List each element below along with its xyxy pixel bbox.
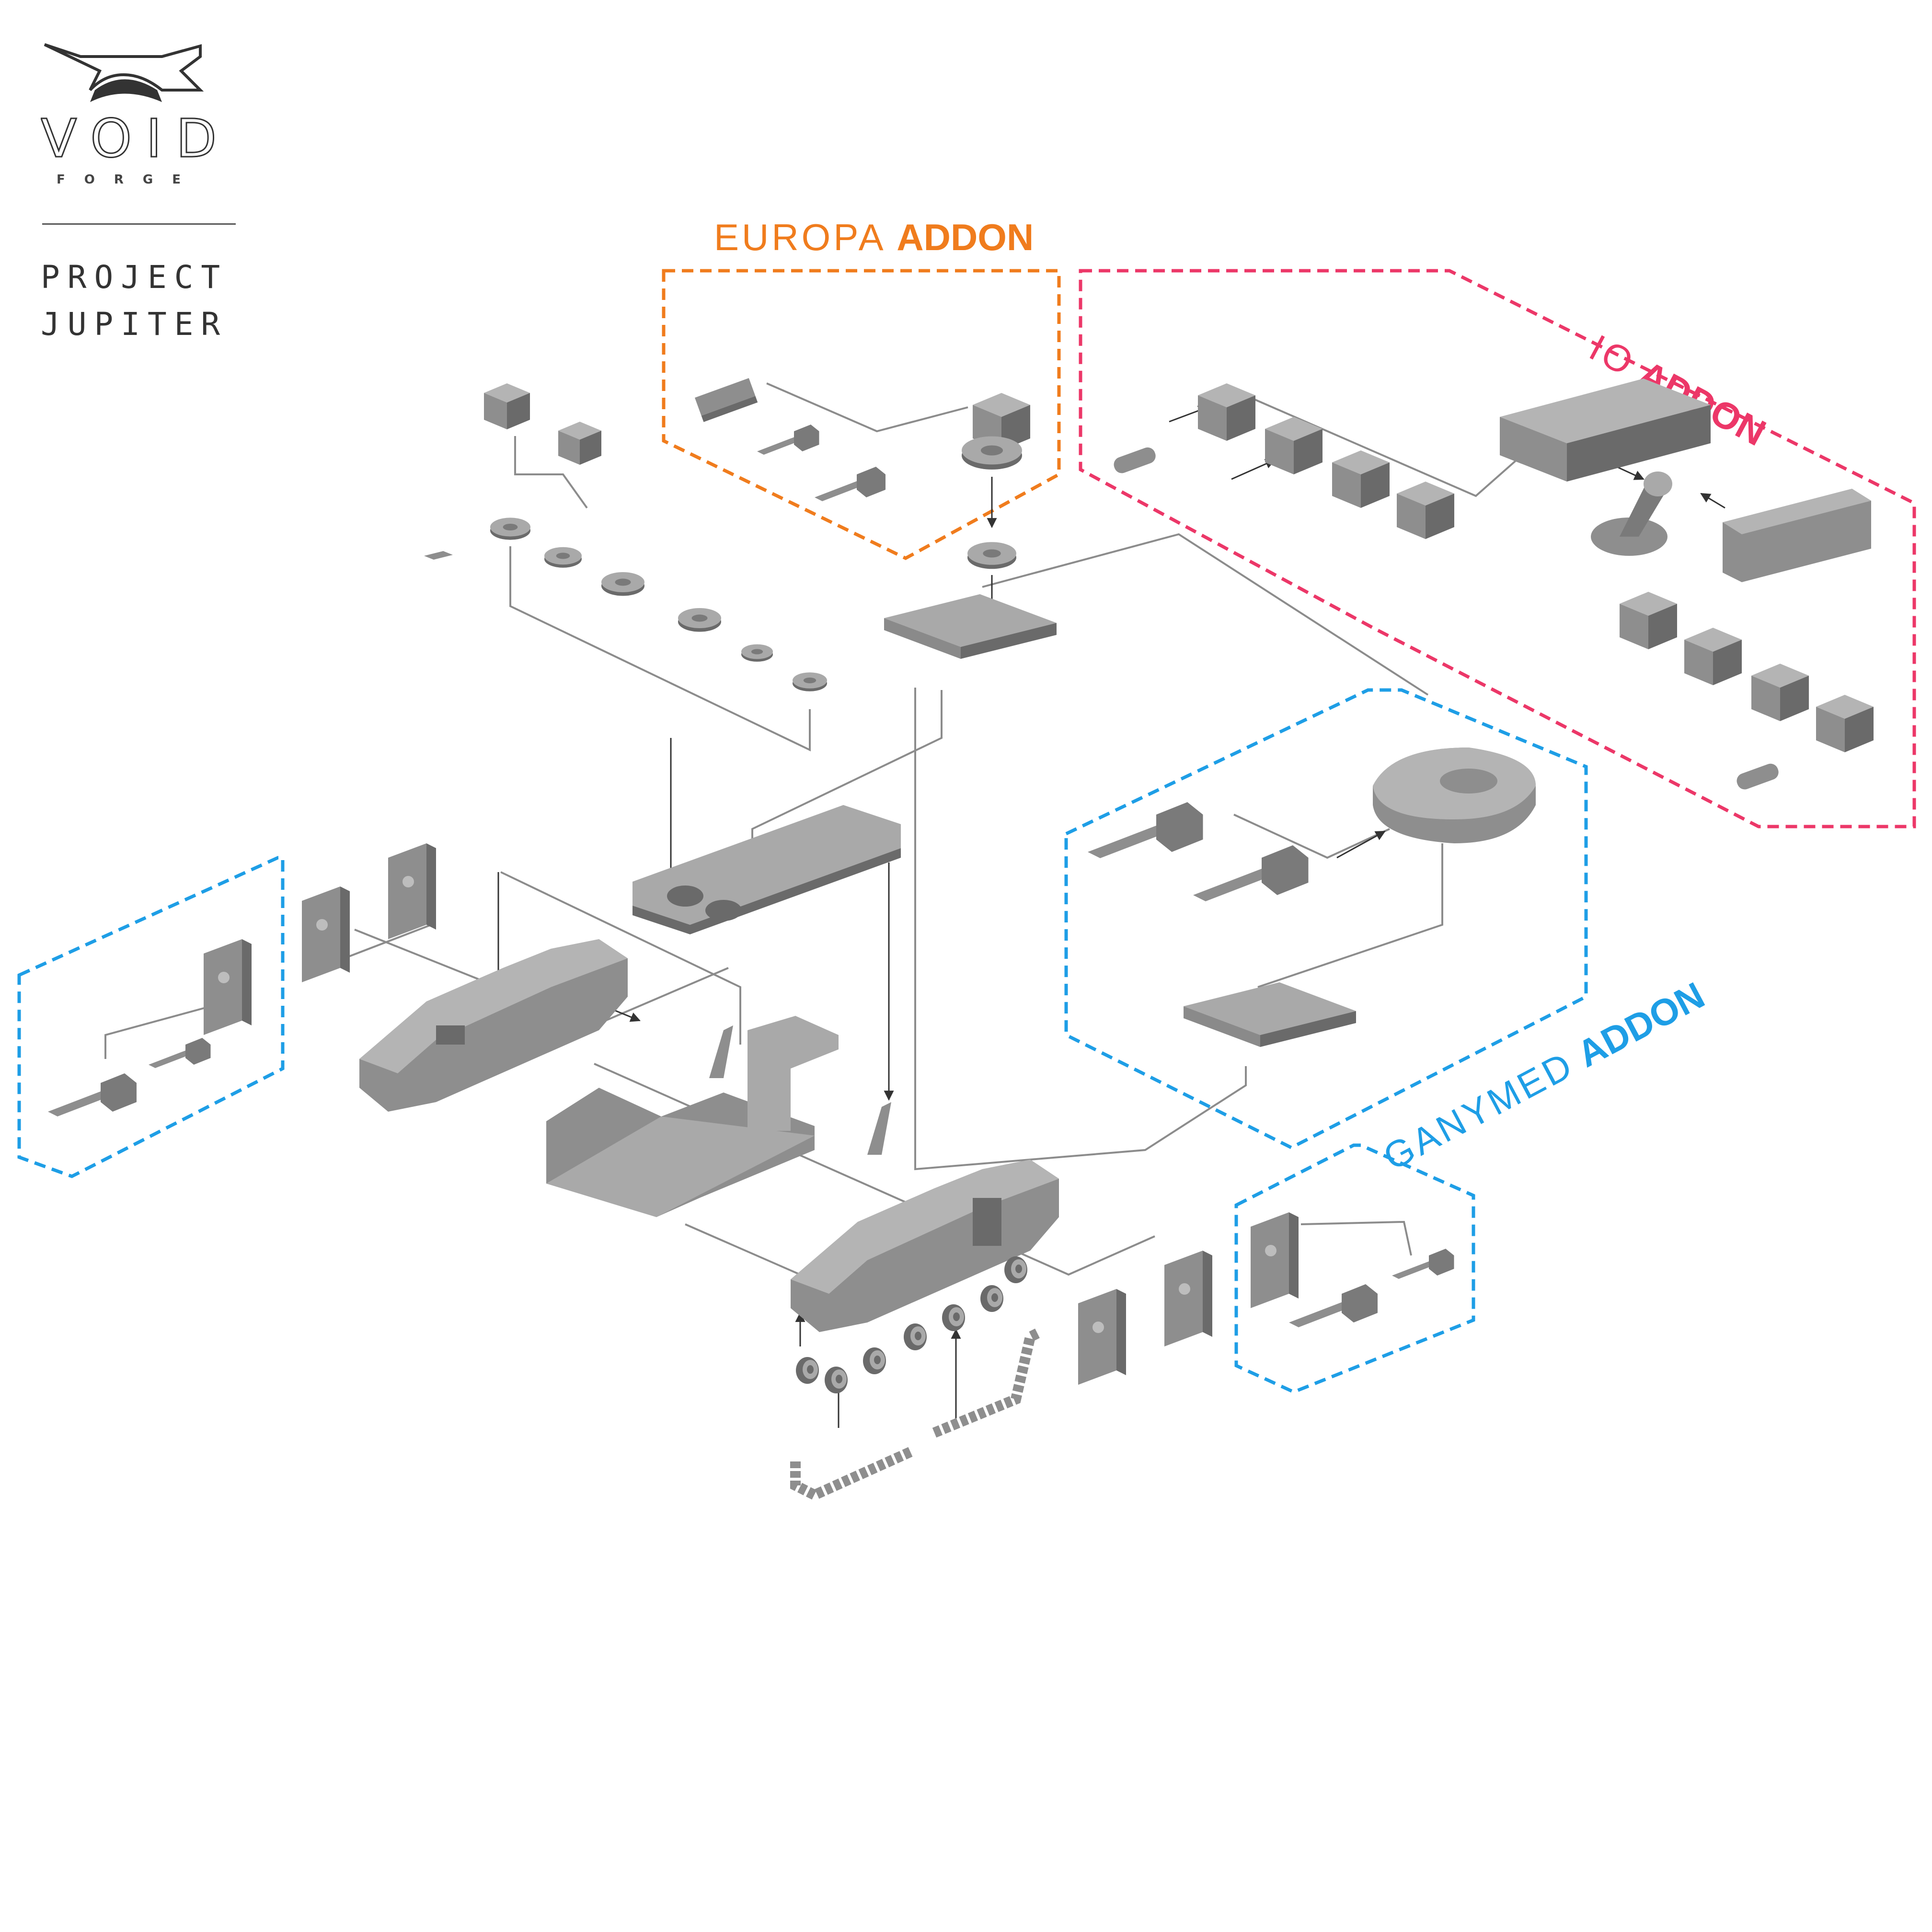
forge-subtitle: FORGE xyxy=(57,172,200,187)
leader-io-to-main xyxy=(982,533,1429,696)
europa-tag: ADDON xyxy=(897,216,1034,258)
ganymed-addon-frame xyxy=(1064,688,1588,1150)
europa-parts xyxy=(695,378,1057,659)
void-forge-logo-icon xyxy=(44,43,204,102)
side-panel-1 xyxy=(302,886,350,982)
track-segment xyxy=(790,1327,1042,1501)
leader-ganymed xyxy=(1233,814,1390,859)
leader-ganymed-plate xyxy=(1257,843,1443,988)
side-panel-3 xyxy=(1078,1289,1126,1385)
io-addon-frame xyxy=(1079,269,1916,828)
europa-addon-label: EUROPA ADDON xyxy=(714,216,1034,259)
leader-rear-wheels xyxy=(685,1223,801,1276)
leader-small-parts xyxy=(514,436,588,509)
project-title-line1: PROJECT xyxy=(41,259,228,296)
europa-addon-frame xyxy=(662,269,1061,560)
project-title-line2: JUPITER xyxy=(41,306,228,343)
side-panel-4 xyxy=(1164,1251,1212,1346)
disc-parts xyxy=(490,518,827,691)
top-small-parts xyxy=(484,383,530,429)
leader-europa-guns xyxy=(766,382,968,433)
chassis-top-plate xyxy=(632,805,901,934)
europa-name: EUROPA xyxy=(714,216,886,258)
hull-left xyxy=(359,939,628,1112)
wordmark-text: VOID xyxy=(41,111,231,164)
side-panel-6 xyxy=(204,939,252,1035)
brand-divider xyxy=(42,223,236,225)
ganymed-parts xyxy=(1088,748,1536,1047)
leader-center-frame xyxy=(500,871,741,1045)
left-weapon-frame xyxy=(17,856,285,1178)
void-wordmark: VOID xyxy=(41,111,231,164)
right-weapon-frame xyxy=(1234,1143,1475,1394)
side-panel-2 xyxy=(388,843,436,939)
leader-io-boxes xyxy=(1250,397,1518,497)
side-panel-5 xyxy=(1251,1212,1299,1308)
leader-disc-tree xyxy=(509,546,811,752)
leader-right-weapons xyxy=(1300,1220,1412,1256)
hull-right xyxy=(791,1160,1059,1332)
leader-left-weapons xyxy=(104,1005,211,1059)
project-title: PROJECT JUPITER xyxy=(41,254,228,348)
leader-turret-to-hull xyxy=(914,688,1247,1171)
io-parts xyxy=(1114,379,1874,790)
